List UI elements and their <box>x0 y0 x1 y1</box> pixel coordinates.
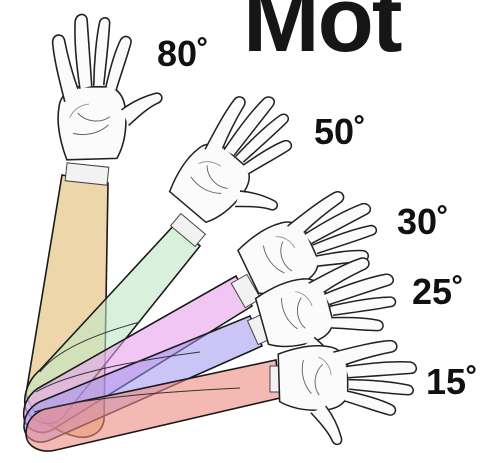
angle-label-25: 25˚ <box>412 274 464 310</box>
hand-80 <box>51 9 166 162</box>
angle-label-50: 50˚ <box>314 114 366 150</box>
cuff-80 <box>65 163 109 185</box>
angle-label-80: 80˚ <box>157 36 209 72</box>
angle-label-30: 30˚ <box>397 204 449 240</box>
angle-label-15: 15˚ <box>426 364 478 400</box>
hand-15 <box>276 339 421 448</box>
